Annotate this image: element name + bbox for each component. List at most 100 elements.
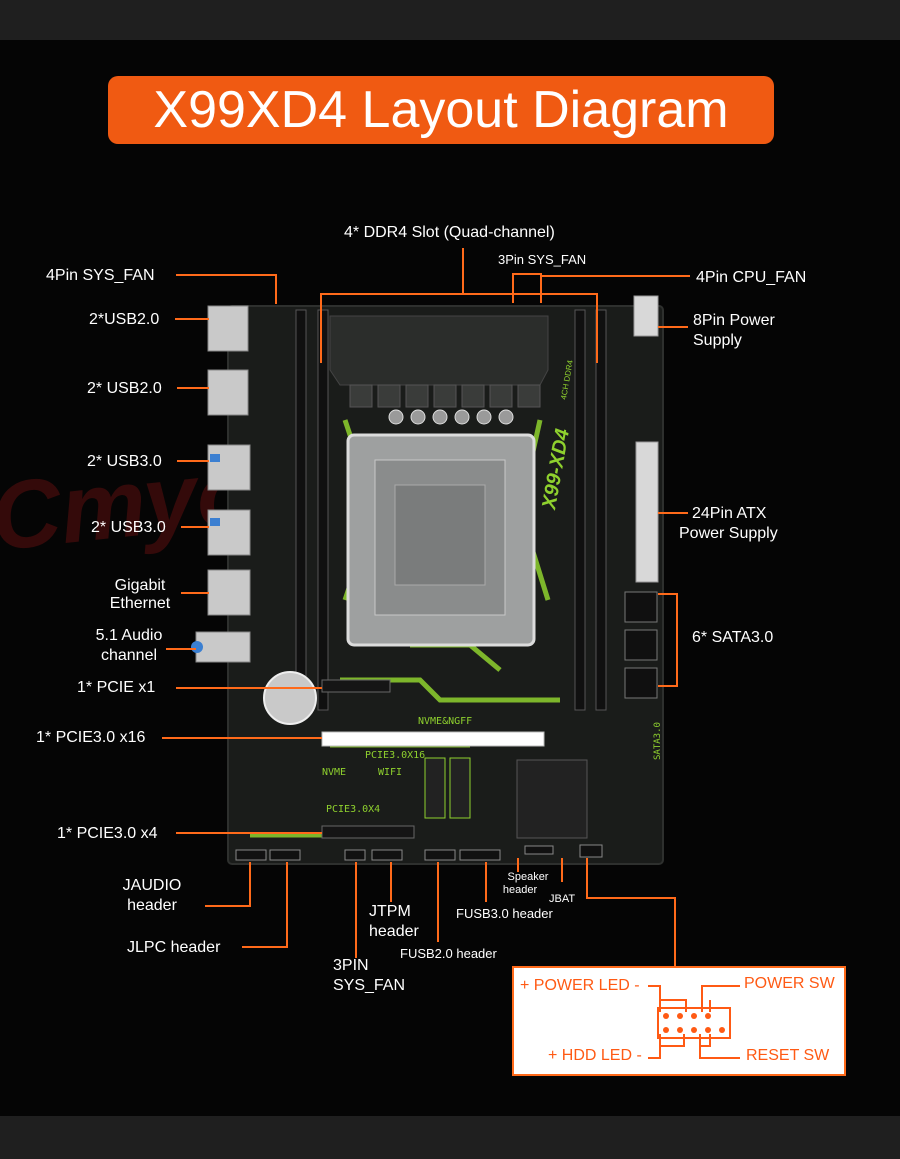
label-3pin-l2: SYS_FAN [333, 977, 406, 994]
dimm-slots [295, 309, 607, 711]
usb3-blue-tabs [210, 454, 220, 526]
leader-fusb2-v [437, 862, 439, 942]
label-8pin-l2: Supply [693, 332, 742, 349]
audio-jack [191, 641, 203, 653]
panel-power-led: + POWER LED - [520, 977, 640, 994]
leader-sata-b [658, 685, 678, 687]
rear-io-ports [195, 305, 251, 663]
leader-jaudio-h [205, 905, 251, 907]
label-jbat: JBAT [549, 893, 576, 905]
label-pcie-x1: 1* PCIE x1 [77, 679, 156, 696]
leader-sysfan-top [512, 273, 542, 275]
leader-jaudio-v [249, 862, 251, 906]
label-ddr4: 4* DDR4 Slot (Quad-channel) [344, 224, 555, 241]
leader-usb3b [181, 526, 209, 528]
label-jaudio-l2: header [127, 897, 177, 914]
leader-fpanel-h [586, 897, 676, 899]
leader-usb3a [177, 460, 209, 462]
leader-3pin-v [355, 862, 357, 958]
panel-hdd-led: + HDD LED - [548, 1047, 642, 1064]
label-usb2-b: 2* USB2.0 [87, 380, 162, 397]
leader-pcie-x1 [176, 687, 322, 689]
label-audio-l1: 5.1 Audio [95, 627, 163, 644]
label-jtpm-l1: JTPM [369, 903, 411, 920]
label-fusb2: FUSB2.0 header [400, 946, 497, 961]
panel-power-sw: POWER SW [744, 975, 835, 992]
front-panel-pinout: + POWER LED - POWER SW + HDD LED - RESET… [512, 966, 846, 1076]
leader-sysfan4-h [176, 274, 276, 276]
label-usb2-a: 2*USB2.0 [89, 311, 160, 328]
leader-ethernet [181, 592, 209, 594]
vrm-chokes [349, 384, 541, 408]
bottom-headers [235, 844, 603, 861]
label-3pin-l1: 3PIN [333, 957, 369, 974]
leader-pcie-x16 [162, 737, 322, 739]
cpu-8pin-connector [633, 295, 659, 337]
vrm-heatsink [329, 315, 549, 386]
leader-ddr4-h [320, 293, 598, 295]
label-atx-l1: 24Pin ATX [692, 505, 767, 522]
m2-wifi-slot [449, 757, 471, 819]
diagram-title: X99XD4 Layout Diagram [108, 76, 774, 144]
label-ethernet-l1: Gigabit [114, 577, 166, 594]
leader-fpanel-v1 [586, 858, 588, 898]
label-usb3-a: 2* USB3.0 [87, 453, 162, 470]
label-fusb3: FUSB3.0 header [456, 906, 553, 921]
leader-usb2a [175, 318, 209, 320]
leader-sysfan-top-l [512, 273, 514, 303]
leader-speaker-v [517, 858, 519, 872]
leader-ddr4-r [596, 293, 598, 363]
diagram-canvas: Студия Арки [0, 40, 900, 1116]
leader-sata-t [658, 593, 678, 595]
label-sys-fan-top: 3Pin SYS_FAN [498, 252, 587, 267]
leader-jtpm-v [390, 862, 392, 902]
label-sys-fan-4pin: 4Pin SYS_FAN [46, 267, 155, 284]
leader-usb2b [177, 387, 209, 389]
leader-jlpc-h [242, 946, 288, 948]
label-pcie-x4: 1* PCIE3.0 x4 [57, 825, 158, 842]
label-pcie-x16: 1* PCIE3.0 x16 [36, 729, 146, 746]
leader-atx [658, 512, 688, 514]
leader-fusb3-v [485, 862, 487, 902]
cmos-battery [263, 671, 317, 725]
label-sata: 6* SATA3.0 [692, 629, 774, 646]
silk-nvme-ngff: NVME&NGFF [418, 716, 472, 727]
label-speaker-l2: header [502, 884, 538, 896]
leader-pcie-x4 [176, 832, 322, 834]
label-atx-l2: Power Supply [679, 525, 778, 542]
leader-jlpc-v [286, 862, 288, 948]
label-ethernet-l2: Ethernet [109, 595, 171, 612]
leader-ddr4-l [320, 293, 322, 363]
m2-nvme-slot [424, 757, 446, 819]
leader-sata-v [676, 593, 678, 687]
leader-cpufan [542, 275, 690, 277]
silk-pcie-x16: PCIE3.0X16 [365, 750, 425, 761]
leader-sysfan4-v [275, 274, 277, 304]
silk-nvme: NVME [322, 767, 346, 778]
silk-pcie-x4: PCIE3.0X4 [326, 804, 380, 815]
silk-sata: SATA3.0 [653, 722, 663, 760]
label-jtpm-l2: header [369, 923, 419, 940]
panel-pin-header-icon [648, 985, 740, 1059]
leader-jbat-v [561, 858, 563, 882]
pcie-x16-slot [321, 731, 545, 747]
leader-ddr4-v [462, 248, 464, 294]
leader-fpanel-v2 [674, 897, 676, 967]
label-8pin-l1: 8Pin Power [693, 312, 775, 329]
label-jlpc: JLPC header [127, 939, 221, 956]
leader-audio [166, 648, 196, 650]
label-audio-l2: channel [100, 647, 158, 664]
sata-ports [624, 591, 658, 699]
cpu-socket-center [394, 484, 486, 586]
leader-8pin [658, 326, 688, 328]
vrm-capacitors [388, 409, 514, 425]
atx-24pin-connector [635, 441, 659, 583]
pcie-x1-slot [321, 679, 391, 693]
motherboard-illustration: X99-XD4 4CH DDR4 NVME&NGFF PCIE3.0X16 NV… [191, 295, 664, 865]
panel-reset-sw: RESET SW [746, 1047, 830, 1064]
label-usb3-b: 2* USB3.0 [91, 519, 166, 536]
label-cpu-fan: 4Pin CPU_FAN [696, 269, 807, 286]
pcie-x4-slot [321, 825, 415, 839]
label-jaudio-l1: JAUDIO [122, 877, 182, 894]
leader-sysfan-top-r [540, 273, 542, 303]
